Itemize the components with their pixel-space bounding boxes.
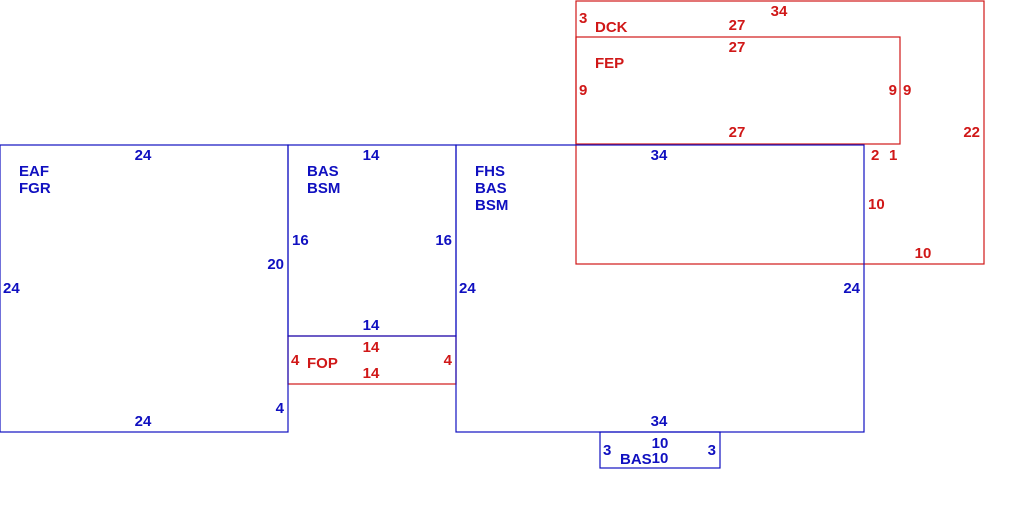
fep-dim-right: 9 — [889, 82, 897, 99]
porch-dim-right: 4 — [444, 352, 453, 369]
main-dim-left: 24 — [459, 280, 476, 297]
bay-dim-left: 3 — [603, 442, 611, 459]
middle-dim-right: 16 — [435, 232, 452, 249]
fep-dim-left: 9 — [579, 82, 587, 99]
main-dim-bottom: 34 — [651, 413, 668, 430]
porch-dim-bottom: 14 — [363, 365, 380, 382]
deck-dim-step-top: 2 — [871, 147, 879, 164]
main-dim-top: 34 — [651, 147, 668, 164]
porch-dim-top: 14 — [363, 339, 380, 356]
left-area-code-1: EAF — [19, 163, 49, 180]
fep-dim-bottom: 27 — [729, 124, 746, 141]
fep-code: FEP — [595, 55, 624, 72]
left-dim-right-lower: 4 — [276, 400, 285, 417]
middle-area-code-1: BAS — [307, 163, 339, 180]
fep-dim-top: 27 — [729, 39, 746, 56]
main-dim-right: 24 — [843, 280, 860, 297]
middle-dim-left: 16 — [292, 232, 309, 249]
deck-dim-top: 34 — [771, 3, 788, 20]
porch-code: FOP — [307, 355, 338, 372]
left-dim-top: 24 — [135, 147, 152, 164]
main-area-outline — [455, 144, 865, 433]
middle-dim-top: 14 — [363, 147, 380, 164]
main-area-code-3: BSM — [475, 197, 508, 214]
deck-dim-left: 3 — [579, 10, 587, 27]
left-dim-right-upper: 20 — [267, 256, 284, 273]
deck-dim-fep-right: 9 — [903, 82, 911, 99]
bay-dim-right: 3 — [708, 442, 716, 459]
middle-area-code-2: BSM — [307, 180, 340, 197]
left-dim-left: 24 — [3, 280, 20, 297]
porch-dim-left: 4 — [291, 352, 300, 369]
deck-dim-step-side: 10 — [868, 196, 885, 213]
deck-dim-inner-top: 27 — [729, 17, 746, 34]
left-dim-bottom: 24 — [135, 413, 152, 430]
bay-dim-top: 10 — [652, 435, 669, 452]
fep-outline — [575, 36, 901, 145]
main-area-code-1: FHS — [475, 163, 505, 180]
deck-code: DCK — [595, 19, 628, 36]
middle-dim-bottom: 14 — [363, 317, 380, 334]
left-area-code-2: FGR — [19, 180, 51, 197]
bay-code: BAS — [620, 451, 652, 468]
deck-outline — [575, 0, 985, 265]
bay-outline — [599, 431, 721, 469]
bay-dim-bottom: 10 — [652, 450, 669, 467]
main-area-code-2: BAS — [475, 180, 507, 197]
deck-dim-step-mid: 1 — [889, 147, 897, 164]
deck-dim-bottom: 10 — [915, 245, 932, 262]
deck-dim-right: 22 — [963, 124, 980, 141]
